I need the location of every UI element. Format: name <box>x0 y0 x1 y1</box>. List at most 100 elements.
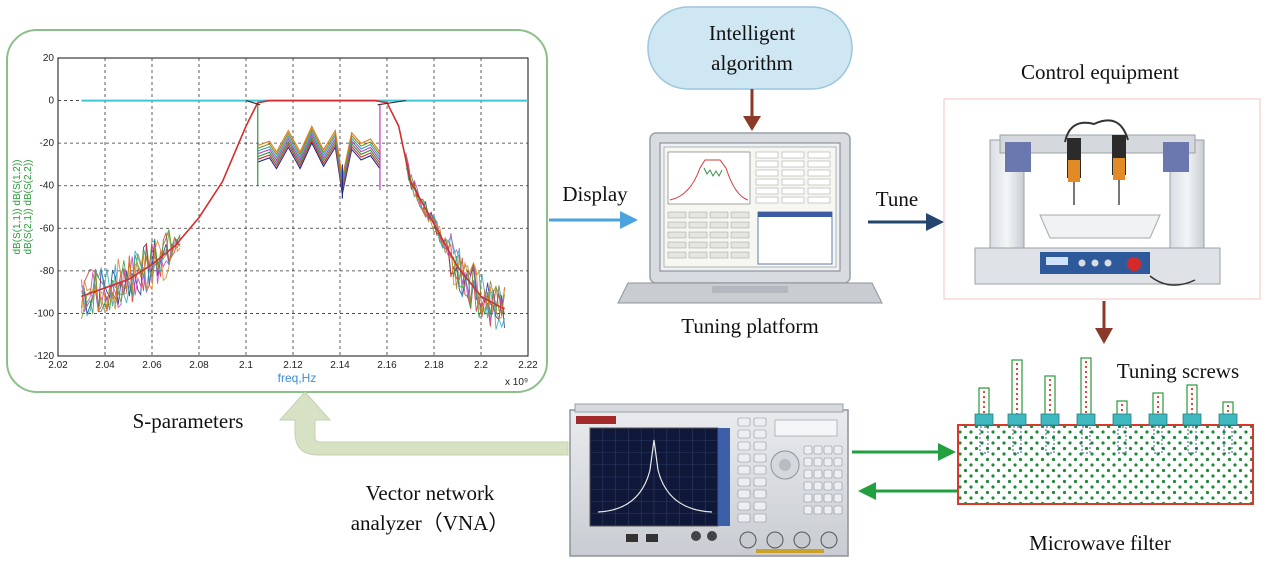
vna-key <box>753 477 767 487</box>
x-tick-label: 2.2 <box>474 360 488 371</box>
screw-thread-dot <box>1084 370 1088 374</box>
app-field <box>781 187 805 195</box>
emergency-stop <box>1127 257 1141 271</box>
app-button <box>688 211 708 219</box>
vna-key <box>803 505 813 515</box>
screw-thread-dot <box>1084 380 1088 384</box>
y-tick-label: -60 <box>40 223 55 234</box>
y-tick-label: -80 <box>40 266 55 277</box>
series-s11-line <box>257 130 381 184</box>
x-tick-label: 2.1 <box>239 360 253 371</box>
y-tick-label: -100 <box>34 308 54 319</box>
vna-key <box>813 445 823 455</box>
vna-key <box>813 505 823 515</box>
vna-trace <box>597 439 713 513</box>
vna-label-line1: Vector network <box>366 481 495 505</box>
app-button <box>709 251 729 259</box>
app-field <box>807 151 831 159</box>
screw-thread-dot <box>1048 403 1052 407</box>
x-tick-label: 2.04 <box>95 360 115 371</box>
screw-thread-dot <box>1120 408 1124 412</box>
app-button <box>730 241 750 249</box>
app-button <box>709 241 729 249</box>
app-button <box>709 221 729 229</box>
screw-insert <box>1045 426 1055 454</box>
x-multiplier-label: x 10⁹ <box>505 377 528 388</box>
app-button <box>667 211 687 219</box>
app-controls <box>667 151 831 259</box>
x-tick-label: 2.02 <box>48 360 68 371</box>
stopband-noise-trace <box>405 154 505 315</box>
stopband-noise-trace <box>405 163 505 320</box>
x-tick-label: 2.18 <box>424 360 444 371</box>
vna-key <box>803 481 813 491</box>
vna-drive-slot <box>774 419 838 437</box>
filter-to-vna-arrow-head <box>858 482 876 500</box>
app-field <box>755 187 779 195</box>
vna-knob-center <box>779 459 791 471</box>
app-log-panel <box>757 211 833 265</box>
tune-label: Tune <box>876 187 918 211</box>
vna-key <box>737 501 751 511</box>
screw-nut <box>1040 413 1060 426</box>
screw-thread-dot <box>1156 410 1160 414</box>
s-parameters-label: S-parameters <box>133 409 244 433</box>
app-button <box>730 211 750 219</box>
screw-thread-dot <box>1226 404 1230 408</box>
x-tick-label: 2.06 <box>142 360 162 371</box>
screw-thread-dot <box>982 405 986 409</box>
x-tick-label: 2.14 <box>330 360 350 371</box>
vna-key <box>737 477 751 487</box>
screw-thread-dot <box>1015 402 1019 406</box>
vna-to-filter-arrow-head <box>938 443 956 461</box>
app-field <box>755 169 779 177</box>
vna-key <box>753 453 767 463</box>
vna-key <box>833 445 843 455</box>
vna-key <box>803 493 813 503</box>
app-field <box>755 178 779 186</box>
app-field <box>781 160 805 168</box>
screw-thread-dot <box>1048 378 1052 382</box>
app-button <box>688 231 708 239</box>
vna-key <box>803 457 813 467</box>
screw-thread-dot <box>1084 410 1088 414</box>
display-label: Display <box>562 182 628 206</box>
vna-key <box>737 453 751 463</box>
vna-key <box>753 417 767 427</box>
vna-usb-port-2 <box>646 534 658 542</box>
screw-insert <box>1117 426 1127 454</box>
tuning-screws-label: Tuning screws <box>1117 359 1239 383</box>
vna-key <box>753 489 767 499</box>
screw-thread-dot <box>1084 360 1088 364</box>
screw-thread-dot <box>1084 395 1088 399</box>
screw-thread-dot <box>1084 390 1088 394</box>
vna-key <box>823 505 833 515</box>
screw-thread-dot <box>1190 397 1194 401</box>
app-field <box>755 160 779 168</box>
app-button <box>709 211 729 219</box>
tuning-screws <box>974 357 1238 454</box>
app-button <box>730 251 750 259</box>
series-s11-line <box>257 141 381 195</box>
tune-arrow-head <box>926 213 944 231</box>
screw-thread-dot <box>982 395 986 399</box>
vna-key <box>753 441 767 451</box>
screw-insert <box>1153 426 1163 454</box>
vna-key <box>813 457 823 467</box>
y-tick-label: -40 <box>40 181 55 192</box>
screw-shaft <box>1044 375 1056 420</box>
passband-edge-marks <box>245 99 406 106</box>
vna-port-4 <box>820 531 838 549</box>
stopband-noise-trace <box>81 237 181 314</box>
laptop-trackpad <box>712 286 788 293</box>
app-button <box>667 231 687 239</box>
vna-key <box>803 445 813 455</box>
app-button <box>730 221 750 229</box>
screwdriver-1-grip <box>1068 160 1080 182</box>
screw-nut <box>1148 413 1168 426</box>
screw-thread-dot <box>1015 387 1019 391</box>
vna-port-1 <box>739 531 757 549</box>
